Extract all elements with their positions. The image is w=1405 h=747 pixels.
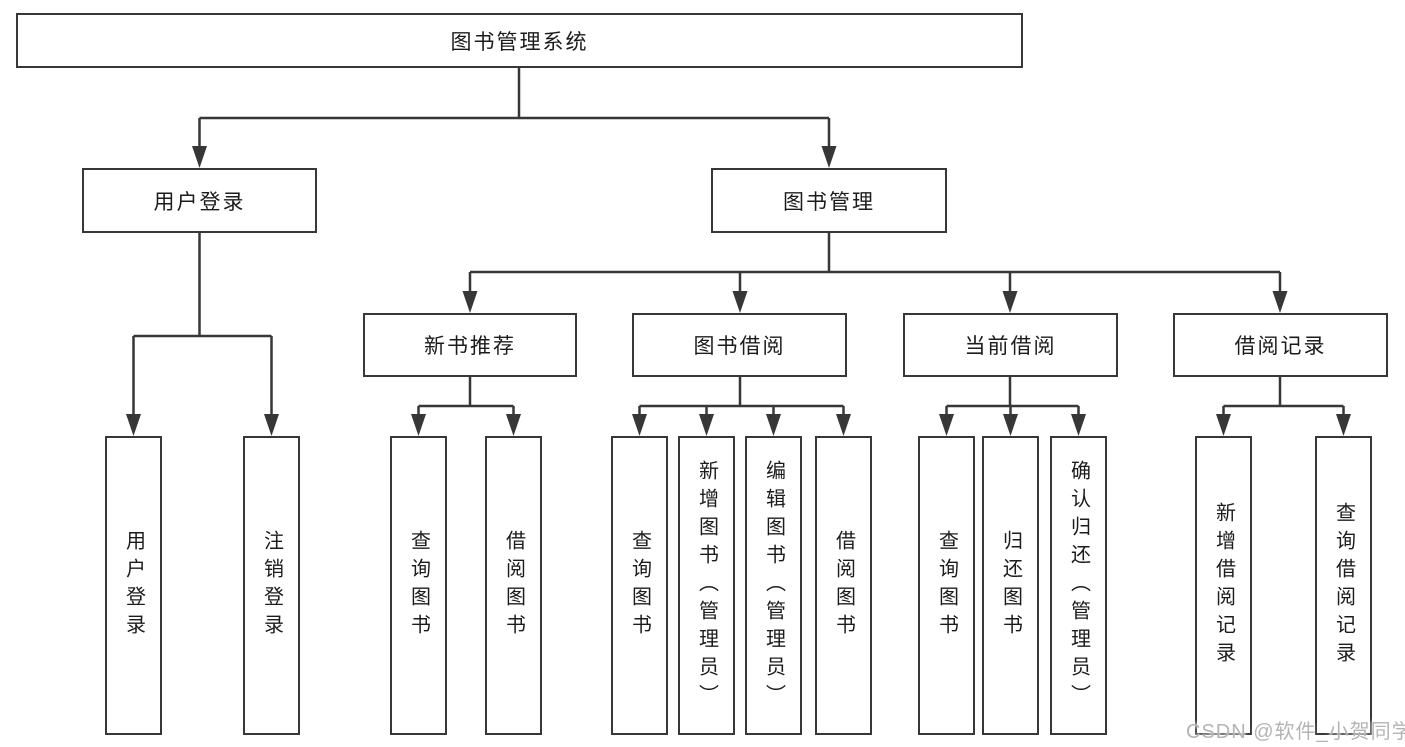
leaf-query-books-borrow-label: 查询图书 [628, 529, 651, 642]
arrowheads [126, 146, 1351, 436]
leaf-edit-books-admin: 编辑图书（管理员） [745, 436, 802, 735]
leaf-confirm-return-admin: 确认归还（管理员） [1050, 436, 1107, 735]
connector-borrow-records-children [1222, 377, 1345, 415]
node-borrow-records: 借阅记录 [1173, 313, 1388, 377]
leaf-edit-books-admin-label: 编辑图书（管理员） [762, 459, 785, 712]
leaf-query-borrow-record: 查询借阅记录 [1315, 436, 1372, 735]
leaf-query-books-current: 查询图书 [918, 436, 975, 735]
arrow-icon [1002, 291, 1018, 313]
connector-current-borrow-children [945, 377, 1080, 415]
arrow-icon [462, 291, 478, 313]
leaf-query-borrow-record-label: 查询借阅记录 [1332, 501, 1355, 670]
leaf-confirm-return-admin-label: 确认归还（管理员） [1067, 459, 1090, 712]
leaf-logout-label: 注销登录 [260, 529, 283, 642]
arrow-icon [1216, 414, 1231, 436]
node-user-login-label: 用户登录 [153, 190, 246, 214]
arrow-icon [192, 146, 207, 168]
node-current-borrow: 当前借阅 [903, 313, 1118, 377]
leaf-borrow-books-label: 借阅图书 [832, 529, 855, 642]
arrow-icon [1003, 414, 1018, 436]
arrow-icon [1071, 414, 1086, 436]
arrow-icon [836, 414, 851, 436]
node-current-borrow-label: 当前借阅 [964, 335, 1057, 358]
arrow-icon [264, 414, 279, 436]
leaf-query-books-current-label: 查询图书 [935, 529, 958, 642]
leaf-query-books-recommend-label: 查询图书 [407, 529, 430, 642]
connector-lines [132, 68, 1345, 415]
leaf-query-books-borrow: 查询图书 [611, 436, 668, 735]
node-book-management-label: 图书管理 [783, 190, 875, 214]
leaf-add-books-admin: 新增图书（管理员） [678, 436, 735, 735]
node-root-system-label: 图书管理系统 [450, 30, 589, 54]
arrow-icon [506, 414, 521, 436]
node-new-book-recommend: 新书推荐 [363, 313, 577, 377]
leaf-add-books-admin-label: 新增图书（管理员） [695, 459, 718, 712]
connector-book-borrow-children [638, 377, 845, 415]
leaf-borrow-books-recommend: 借阅图书 [485, 436, 542, 735]
arrow-icon [1272, 291, 1288, 313]
arrow-icon [1336, 414, 1351, 436]
leaf-query-books-recommend: 查询图书 [390, 436, 447, 735]
leaf-borrow-books-recommend-label: 借阅图书 [502, 529, 525, 642]
watermark: CSDN @软件_小贺同学 [1186, 721, 1405, 743]
arrow-icon [632, 414, 647, 436]
node-book-borrow: 图书借阅 [632, 313, 847, 377]
leaf-return-books: 归还图书 [982, 436, 1039, 735]
node-root-system: 图书管理系统 [16, 13, 1023, 68]
node-book-management: 图书管理 [711, 168, 947, 233]
arrow-icon [411, 414, 426, 436]
connector-book-management-children [468, 233, 1282, 292]
leaf-user-login: 用户登录 [105, 436, 162, 735]
node-borrow-records-label: 借阅记录 [1234, 335, 1327, 358]
node-book-borrow-label: 图书借阅 [693, 335, 786, 358]
arrow-icon [766, 414, 781, 436]
leaf-add-borrow-record-label: 新增借阅记录 [1212, 501, 1235, 670]
leaf-borrow-books: 借阅图书 [815, 436, 872, 735]
arrow-icon [939, 414, 954, 436]
connector-user-login-children [132, 233, 273, 415]
leaf-add-borrow-record: 新增借阅记录 [1195, 436, 1252, 735]
connector-new-book-children [417, 377, 515, 415]
node-new-book-recommend-label: 新书推荐 [424, 335, 516, 358]
leaf-return-books-label: 归还图书 [999, 529, 1022, 642]
leaf-logout: 注销登录 [243, 436, 300, 735]
arrow-icon [821, 146, 837, 168]
connector-root-to-level2 [198, 68, 831, 147]
node-user-login: 用户登录 [82, 168, 317, 233]
arrow-icon [126, 414, 141, 436]
arrow-icon [732, 291, 748, 313]
arrow-icon [699, 414, 714, 436]
leaf-user-login-label: 用户登录 [122, 529, 145, 642]
